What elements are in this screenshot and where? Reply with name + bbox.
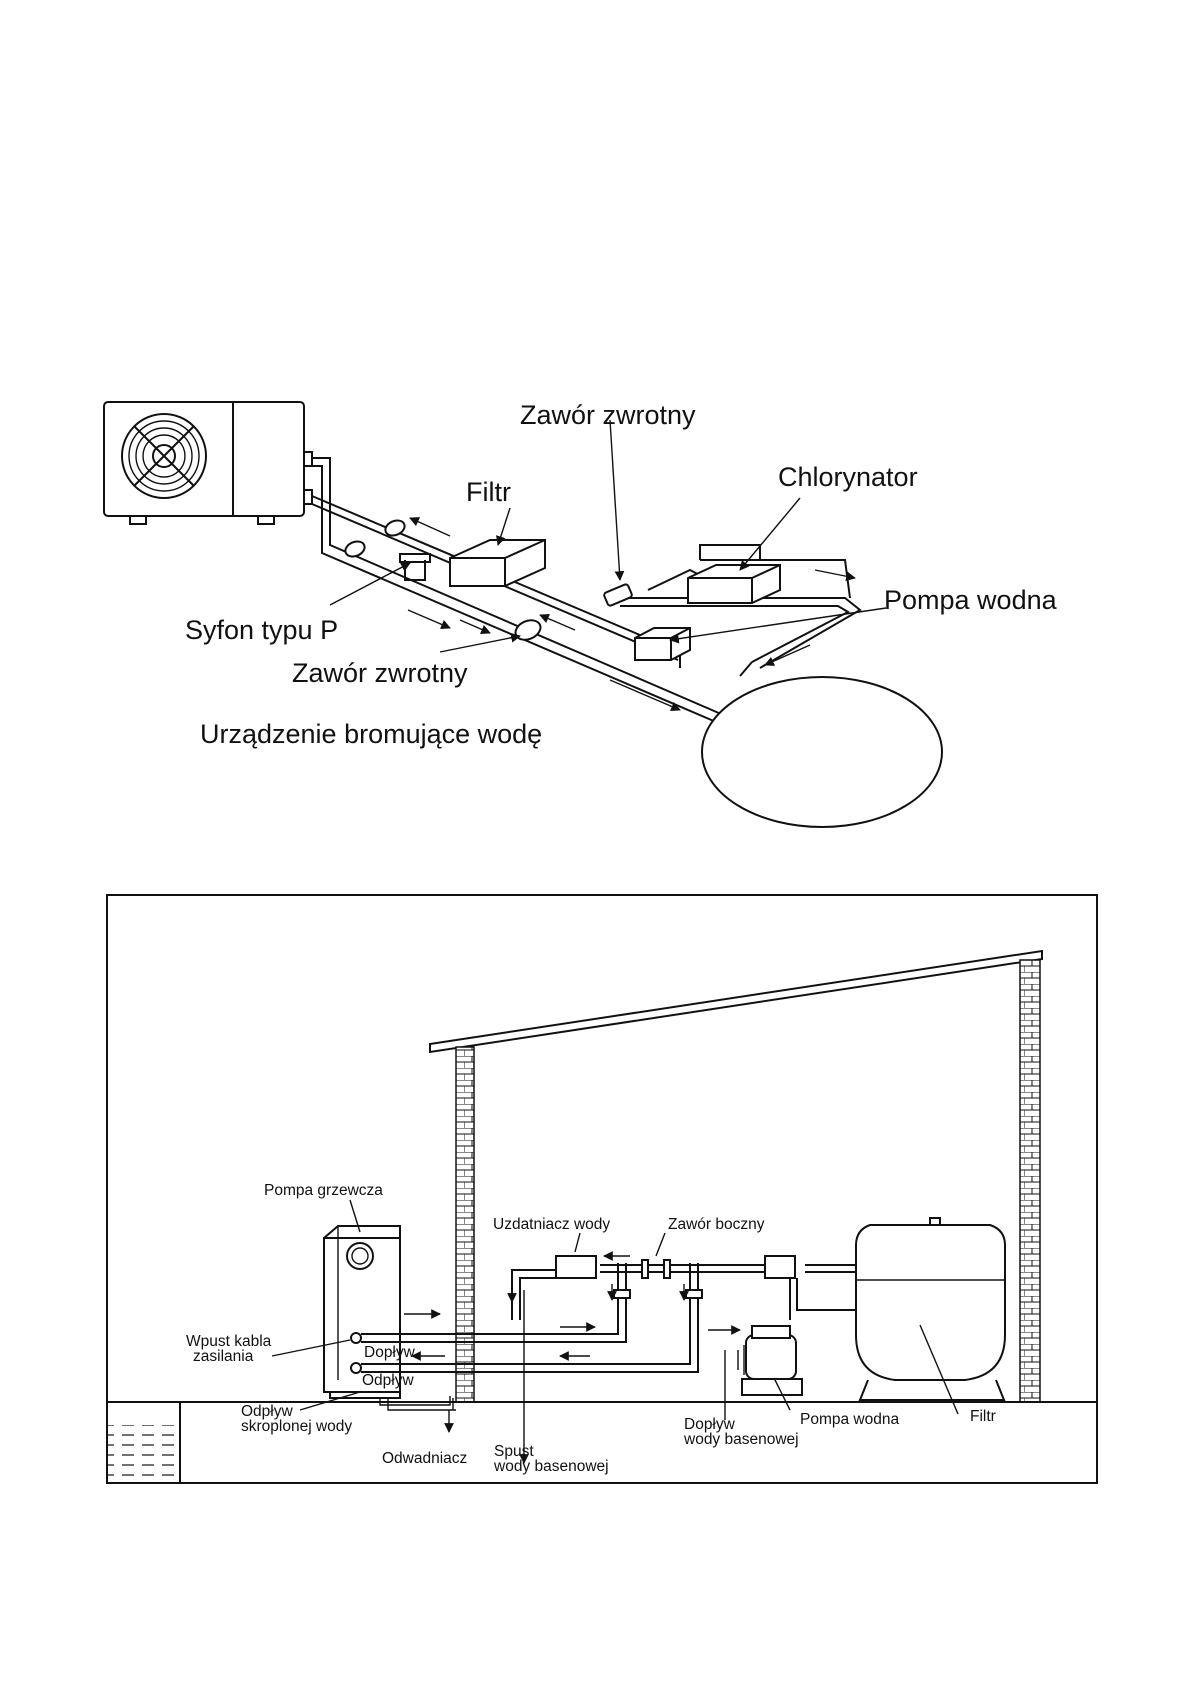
filter-box: [450, 540, 545, 586]
label-check-valve-top: Zawór zwrotny: [520, 400, 696, 430]
brick-wall-left: [456, 1047, 474, 1402]
water-treatment-device: [556, 1256, 596, 1278]
diagram-2-frame: [107, 895, 1097, 1483]
label-water-treatment: Uzdatniacz wody: [493, 1216, 610, 1233]
diagram-2: Pompa grzewcza Uzdatniacz wody Zawór boc…: [107, 895, 1097, 1483]
chlorinator-box: [688, 565, 780, 603]
label-drain: Odwadniacz: [382, 1450, 467, 1467]
pool-water: [108, 1425, 179, 1482]
label-side-valve: Zawór boczny: [668, 1216, 765, 1233]
fan-icon: [122, 414, 206, 498]
label-heat-pump: Pompa grzewcza: [264, 1182, 383, 1199]
check-valve-top: [603, 583, 632, 606]
filter-tank: [856, 1218, 1005, 1400]
label-water-pump-2: Pompa wodna: [800, 1411, 899, 1428]
label-filter-2: Filtr: [970, 1408, 996, 1425]
pipe-fittings: [343, 518, 407, 560]
label-inflow: Dopływ: [364, 1344, 416, 1361]
label-pool-drain-2: wody basenowej: [493, 1458, 609, 1475]
label-pool-inflow-2: wody basenowej: [683, 1431, 799, 1448]
p-trap: [400, 554, 430, 580]
multiport-valve: [765, 1256, 795, 1278]
label-outflow: Odpływ: [362, 1372, 414, 1389]
heat-pump-foot-right: [258, 516, 274, 524]
diagram-1: Zawór zwrotny Filtr Chlorynator Pompa wo…: [104, 400, 1058, 827]
label-power-inlet-2: zasilania: [193, 1348, 254, 1365]
pump-box: [635, 628, 690, 660]
heat-pump-unit: [104, 402, 312, 524]
heat-pump-foot-left: [130, 516, 146, 524]
label-chlorinator: Chlorynator: [778, 462, 918, 492]
label-brominator: Urządzenie bromujące wodę: [200, 719, 542, 749]
pool-oval: [702, 677, 942, 827]
label-water-pump: Pompa wodna: [884, 585, 1058, 615]
brick-wall-right: [1020, 960, 1040, 1402]
check-valve-bottom: [513, 617, 544, 644]
heat-pump-housing: [104, 402, 304, 516]
label-p-trap: Syfon typu P: [185, 615, 338, 645]
label-condensate-2: skroplonej wody: [241, 1418, 352, 1435]
leaders-diagram-1: [330, 420, 886, 652]
label-filter: Filtr: [466, 477, 511, 507]
label-check-valve-bottom: Zawór zwrotny: [292, 658, 468, 688]
